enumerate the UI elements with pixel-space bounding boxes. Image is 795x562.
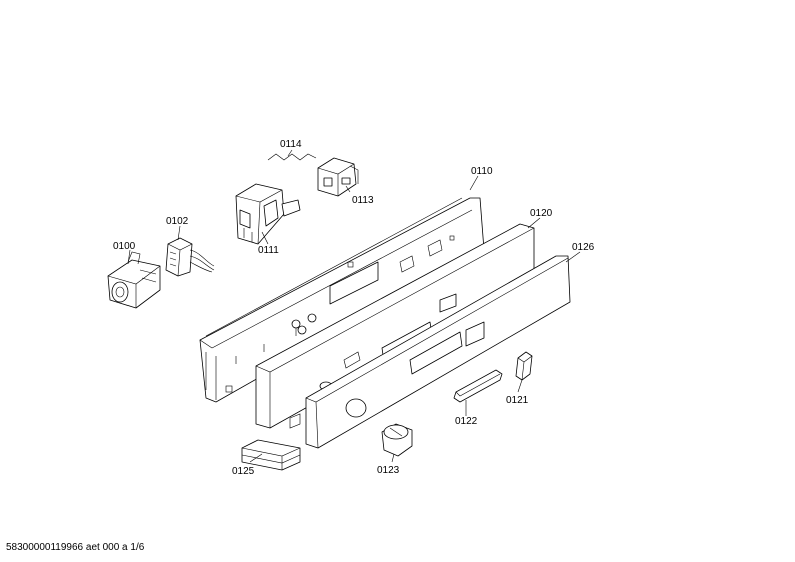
leader-lines (127, 149, 581, 463)
part-0102-connector (165, 237, 215, 277)
label-0121: 0121 (506, 395, 529, 406)
part-0122-button-strip (453, 369, 503, 403)
part-0125-pads (241, 439, 301, 471)
label-0110: 0110 (471, 166, 493, 177)
part-0113-switch (317, 157, 359, 197)
document-footer: 58300000119966 aet 000 a 1/6 (6, 542, 145, 553)
part-0123-knob (381, 423, 413, 457)
label-0122: 0122 (455, 416, 478, 427)
label-0100: 0100 (113, 241, 136, 252)
part-0110-housing (199, 197, 485, 403)
label-0113: 0113 (352, 195, 374, 206)
part-0126-front-panel (305, 255, 571, 449)
part-0114-spring (267, 153, 317, 161)
label-0123: 0123 (377, 465, 400, 476)
label-0126: 0126 (572, 242, 595, 253)
part-0111-bracket (235, 183, 301, 245)
label-0102: 0102 (166, 216, 189, 227)
label-0120: 0120 (530, 208, 553, 219)
label-0125: 0125 (232, 466, 255, 477)
part-0121-latch (515, 351, 533, 381)
label-0114: 0114 (280, 139, 302, 150)
label-0111: 0111 (258, 245, 279, 256)
part-0100-selector (107, 251, 161, 309)
